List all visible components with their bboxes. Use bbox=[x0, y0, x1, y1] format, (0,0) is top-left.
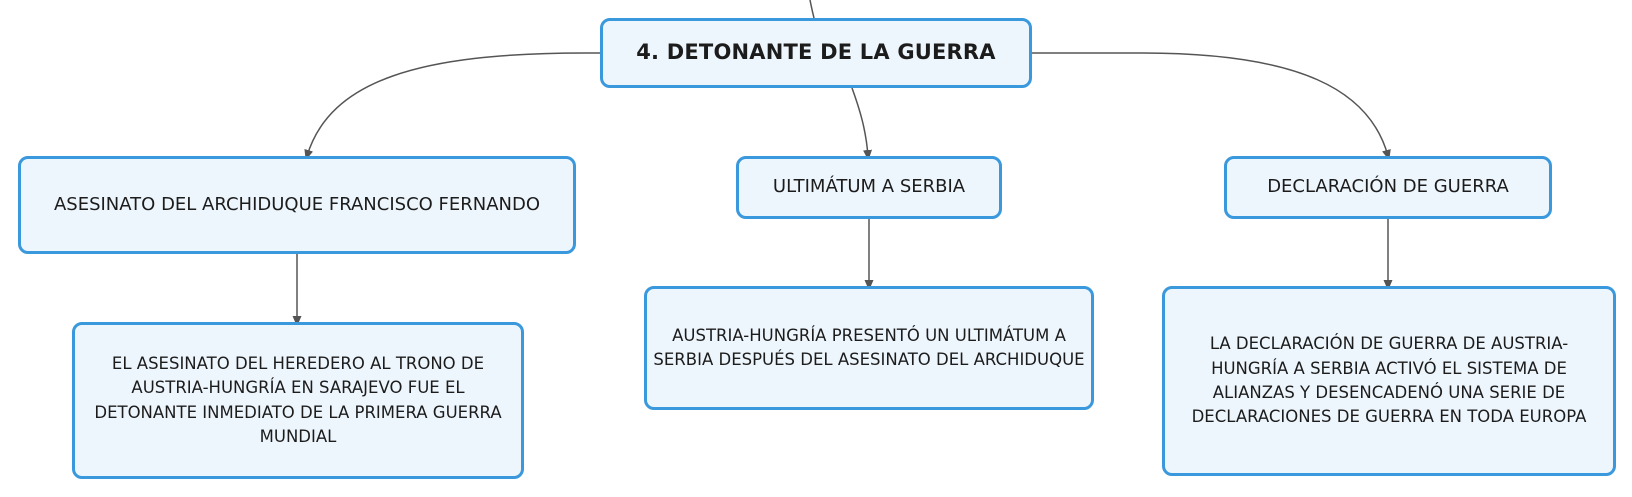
branch-node-label: ULTIMÁTUM A SERBIA bbox=[772, 176, 966, 198]
branch-node-label: DECLARACIÓN DE GUERRA bbox=[1267, 176, 1509, 198]
detail-node-ultimatum[interactable]: AUSTRIA-HUNGRÍA PRESENTÓ UN ULTIMÁTUM A … bbox=[644, 286, 1094, 410]
detail-node-asesinato[interactable]: EL ASESINATO DEL HEREDERO AL TRONO DE AU… bbox=[72, 322, 524, 479]
branch-node-declaracion[interactable]: DECLARACIÓN DE GUERRA bbox=[1224, 156, 1552, 219]
root-node-label: 4. DETONANTE DE LA GUERRA bbox=[636, 40, 996, 65]
connector-root-to-asesinato bbox=[304, 52, 600, 161]
root-node[interactable]: 4. DETONANTE DE LA GUERRA bbox=[600, 18, 1032, 88]
branch-node-label: ASESINATO DEL ARCHIDUQUE FRANCISCO FERNA… bbox=[53, 193, 541, 215]
connector-root-to-ultimatum bbox=[851, 87, 873, 161]
detail-node-declaracion[interactable]: LA DECLARACIÓN DE GUERRA DE AUSTRIA-HUNG… bbox=[1162, 286, 1616, 476]
connector-root-to-declaracion bbox=[1032, 52, 1391, 161]
branch-node-asesinato[interactable]: ASESINATO DEL ARCHIDUQUE FRANCISCO FERNA… bbox=[18, 156, 576, 254]
branch-node-ultimatum[interactable]: ULTIMÁTUM A SERBIA bbox=[736, 156, 1002, 219]
detail-node-text: EL ASESINATO DEL HEREDERO AL TRONO DE AU… bbox=[94, 353, 502, 446]
connector-parent-to-root bbox=[809, 0, 815, 19]
detail-node-text: LA DECLARACIÓN DE GUERRA DE AUSTRIA-HUNG… bbox=[1191, 334, 1587, 427]
detail-node-text: AUSTRIA-HUNGRÍA PRESENTÓ UN ULTIMÁTUM A … bbox=[653, 325, 1085, 369]
